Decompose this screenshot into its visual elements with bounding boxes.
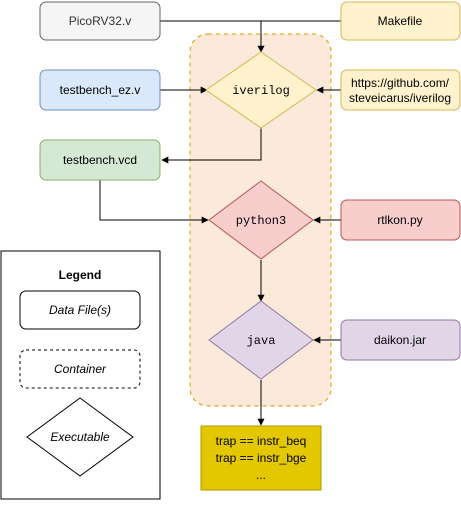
node-testbench-vcd-box xyxy=(39,139,161,181)
node-testbench-ez-box xyxy=(39,69,161,111)
node-picorv32-box xyxy=(39,1,161,41)
legend-data-file-swatch xyxy=(19,290,141,330)
node-iverilog: iverilog xyxy=(205,51,317,129)
node-rtlkon-box xyxy=(340,199,461,241)
node-makefile-box xyxy=(340,1,461,41)
node-makefile-label: Makefile xyxy=(378,14,423,28)
legend-executable-label: Executable xyxy=(50,430,110,444)
node-output-line3: ... xyxy=(256,468,266,482)
legend-container-label: Container xyxy=(54,362,107,376)
node-python3: python3 xyxy=(208,180,314,260)
node-daikon-label: daikon.jar xyxy=(374,333,426,347)
node-java: java xyxy=(208,300,314,380)
legend-title: Legend xyxy=(59,268,102,282)
legend-container-swatch xyxy=(19,349,141,389)
node-python3-diamond xyxy=(208,180,314,260)
node-rtlkon: rtlkon.py xyxy=(340,199,461,241)
node-testbench-ez: testbench_ez.v xyxy=(39,69,161,111)
node-output-line1: trap == instr_beq xyxy=(216,434,307,448)
node-github-iverilog: https://github.com/ steveicarus/iverilog xyxy=(340,69,461,111)
legend-executable-swatch xyxy=(26,397,134,477)
node-java-diamond xyxy=(208,300,314,380)
node-output-invariants: trap == instr_beq trap == instr_bge ... xyxy=(200,425,322,491)
node-github-box xyxy=(340,69,461,111)
node-output-line2: trap == instr_bge xyxy=(216,451,307,465)
legend-data-file-label: Data File(s) xyxy=(49,303,111,317)
node-picorv32: PicoRV32.v xyxy=(39,1,161,41)
node-makefile: Makefile xyxy=(340,1,461,41)
node-iverilog-diamond xyxy=(205,51,317,129)
node-daikon: daikon.jar xyxy=(340,319,461,361)
node-github-label-line1: https://github.com/ xyxy=(351,76,450,90)
node-testbench-vcd-label: testbench.vcd xyxy=(63,153,137,167)
node-iverilog-label: iverilog xyxy=(232,84,290,98)
node-github-label-line2: steveicarus/iverilog xyxy=(349,91,451,105)
edge-testbench-vcd-to-python3 xyxy=(99,180,209,224)
node-picorv32-label: PicoRV32.v xyxy=(69,14,131,28)
node-testbench-ez-label: testbench_ez.v xyxy=(60,83,141,97)
node-daikon-box xyxy=(340,319,461,361)
node-output-box xyxy=(200,425,322,491)
node-python3-label: python3 xyxy=(236,214,286,228)
node-testbench-vcd: testbench.vcd xyxy=(39,139,161,181)
node-java-label: java xyxy=(247,334,276,348)
node-rtlkon-label: rtlkon.py xyxy=(377,213,422,227)
legend: Legend Data File(s) Container Executable xyxy=(0,250,161,500)
edge-iverilog-to-testbench-vcd xyxy=(161,128,262,164)
